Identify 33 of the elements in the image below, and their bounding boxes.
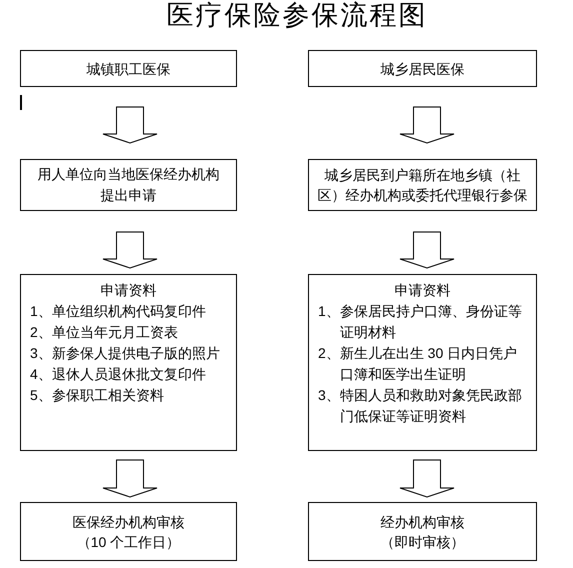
box-label: 城乡居民医保 (380, 60, 464, 78)
process-box (20, 502, 237, 561)
block-arrow (400, 106, 454, 144)
box-label: 城镇职工医保 (86, 60, 170, 78)
process-box (308, 502, 537, 561)
block-arrow (400, 232, 454, 269)
diagram-title: 医疗保险参保流程图 (166, 0, 428, 31)
box-label: 医保经办机构审核 (72, 512, 184, 532)
process-box (20, 159, 237, 211)
box-label: 经办机构审核 (380, 512, 464, 532)
box-label: 城乡居民到户籍所在地乡镇（社区）经办机构或委托代理银行参保 (316, 166, 528, 205)
block-arrow (102, 106, 158, 144)
list-item: 3、新参保人提供电子版的照片 (30, 344, 220, 363)
list-item: 1、单位组织机构代码复印件 (30, 302, 206, 321)
process-box (308, 274, 537, 451)
box-label: 用人单位向当地医保经办机构提出申请 (36, 165, 220, 205)
block-arrow (102, 460, 158, 498)
list-item: 4、退休人员退休批文复印件 (30, 365, 206, 384)
list-item: 2、新生儿在出生 30 日内日凭户口簿和医学出生证明 (318, 344, 518, 384)
process-box (308, 159, 537, 211)
block-arrow (102, 232, 158, 269)
list-item: 2、单位当年元月工资表 (30, 323, 178, 342)
box-label: （即时审核） (380, 532, 464, 552)
list-item: 1、参保居民持户口簿、身份证等证明材料 (318, 302, 523, 342)
process-box (20, 50, 237, 87)
box-label: （10 个工作日） (76, 532, 180, 552)
process-box (20, 274, 237, 451)
block-arrow (400, 460, 454, 498)
list-heading: 申请资料 (100, 281, 156, 300)
list-item: 3、特困人员和救助对象凭民政部门低保证等证明资料 (318, 386, 523, 426)
list-heading: 申请资料 (394, 281, 450, 300)
process-box (308, 50, 537, 87)
list-item: 5、参保职工相关资料 (30, 386, 164, 405)
